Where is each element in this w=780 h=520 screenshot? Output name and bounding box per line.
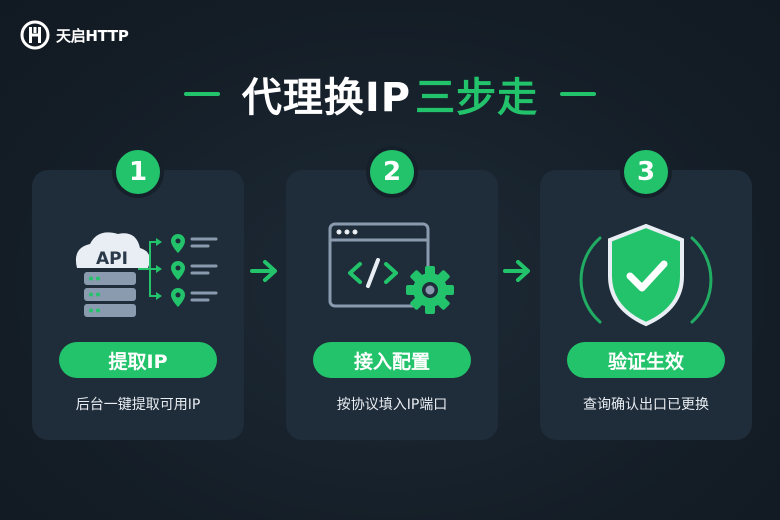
- step-1-button[interactable]: 提取IP: [59, 342, 217, 378]
- step-2-description: 按协议填入IP端口: [336, 397, 448, 413]
- chevron-right-icon: [250, 260, 277, 282]
- title-dash-left: [183, 92, 220, 96]
- api-server-icon: API: [75, 232, 218, 317]
- title-dash-right: [560, 92, 597, 96]
- brand-logo[interactable]: 天启HTTP: [20, 20, 129, 50]
- shield-check-icon: [579, 223, 713, 327]
- api-label: API: [96, 249, 128, 269]
- step-3-button[interactable]: 验证生效: [567, 342, 725, 378]
- step-card-1: API 提取IP 后台一键提取可用IP: [32, 170, 244, 440]
- code-window-gear-icon: [328, 222, 454, 314]
- title-part-1: 代理换IP: [241, 75, 412, 121]
- tianqi-logo-icon: [20, 20, 50, 50]
- step-1-description: 后台一键提取可用IP: [75, 397, 201, 413]
- step-3-description: 查询确认出口已更换: [583, 397, 709, 413]
- step-number-3: 3: [624, 150, 668, 194]
- brand-name: 天启HTTP: [56, 26, 129, 45]
- title-part-2: 三步走: [415, 75, 539, 121]
- step-number-2: 2: [370, 150, 414, 194]
- chevron-right-icon: [503, 260, 530, 282]
- title-row: 代理换IP 三步走: [0, 64, 780, 124]
- step-2-button[interactable]: 接入配置: [313, 342, 471, 378]
- page-title: 代理换IP 三步走: [242, 65, 538, 123]
- step-card-2: 接入配置 按协议填入IP端口: [286, 170, 498, 440]
- step-card-3: 验证生效 查询确认出口已更换: [540, 170, 752, 440]
- step-number-1: 1: [116, 150, 160, 194]
